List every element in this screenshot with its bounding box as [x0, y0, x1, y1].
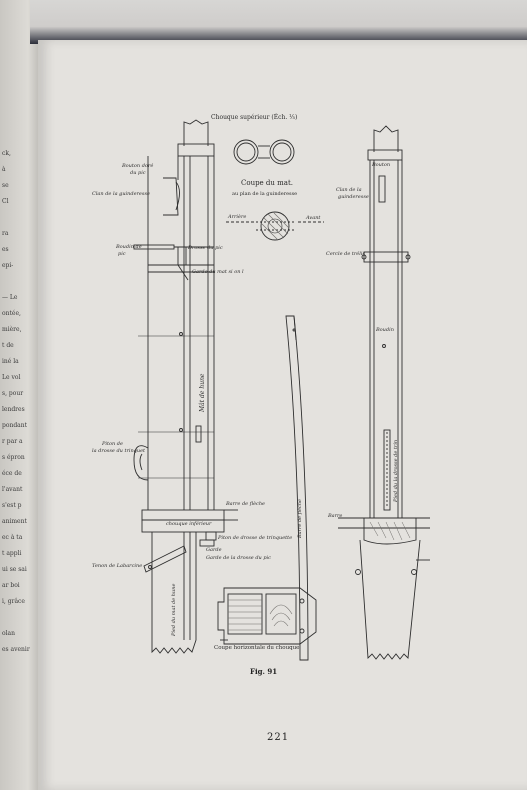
chouque-horizontal-section	[217, 587, 317, 645]
mast-section	[226, 211, 324, 241]
label-chouque-superieur: Chouque supérieur (Éch. ⅟₅)	[211, 114, 298, 121]
left-page-text-fragment: r par a	[2, 438, 23, 445]
label-garde: Garde	[206, 547, 222, 553]
left-mast-drawing	[133, 119, 238, 654]
left-page-text-fragment: ontée,	[2, 310, 21, 317]
label-drosse-du-pic: Drosse du pic	[188, 245, 223, 251]
left-page-text-fragment: Cl	[2, 198, 9, 205]
left-page-text-fragment: animent	[2, 518, 27, 525]
left-page-text-fragment: epi-	[2, 262, 14, 269]
label-coupe-horizontale: Coupe horizontale du chouque	[214, 645, 300, 651]
left-page-text-fragment: t appli	[2, 550, 22, 557]
label-boudin-right: Boudin	[376, 327, 394, 333]
left-page-text-fragment: ar boi	[2, 582, 20, 589]
left-page-text-fragment: i, grâce	[2, 598, 25, 605]
left-page-text-fragment: Le vol	[2, 374, 21, 381]
figure-caption: Fig. 91	[250, 667, 278, 676]
label-barre-de-fleche-vertical: Barre de flèche	[297, 498, 303, 538]
label-clan-right-2: guinderesse	[338, 194, 369, 200]
label-bouton-dore-2: du pic	[130, 170, 146, 176]
left-page-text-fragment: ec à ta	[2, 534, 23, 541]
label-clan-guinderesse: Clan de la guinderesse	[92, 191, 150, 197]
book-page: Chouque supérieur (Éch. ⅟₅) Coupe du mat…	[38, 40, 527, 790]
label-cercle-de-trelis: Cercle de trélis	[326, 251, 365, 257]
label-piton-1: Piton de	[102, 441, 123, 447]
left-page-text-fragment: es	[2, 246, 9, 253]
left-page-text-fragment: l'avant	[2, 486, 23, 493]
label-piton-drosse-trinquette: Piton de drosse de trinquette	[218, 535, 293, 541]
label-mat-de-hune: Mât de hune	[199, 373, 206, 412]
chouque-top-view	[233, 139, 295, 165]
label-piton-2: la drosse du trinquet	[92, 448, 146, 454]
label-pied-right: Pied du la drosse de trin	[393, 439, 399, 502]
left-page-text-fragment: ui se sai	[2, 566, 27, 573]
left-page-text-fragment: s épron	[2, 454, 25, 461]
label-barre-de-fleche: Barre de flèche	[226, 501, 266, 507]
left-page-text-fragment: es avenir	[2, 646, 30, 653]
label-avant: Avant	[306, 215, 321, 221]
left-page-text-fragment: éce de	[2, 470, 22, 477]
left-page-text-fragment: — Le	[2, 294, 18, 301]
label-boudin-1: Boudin de	[116, 244, 142, 250]
left-page-text-fragment: s, pour	[2, 390, 24, 397]
label-bouton-dore-1: Bouton doré	[122, 163, 154, 169]
book-top-edge	[30, 0, 527, 44]
label-barre-right: Barre	[328, 513, 343, 519]
left-page-text-fragment: pondant	[2, 422, 28, 429]
label-pied-du-mat: Pied du mat de hune	[171, 583, 177, 636]
left-page-text-fragment: iné la	[2, 358, 19, 365]
label-arriere: Arrière	[228, 214, 247, 220]
technical-drawing-plate	[133, 119, 430, 661]
left-page-text-fragment: t de	[2, 342, 14, 349]
left-page-text-fragment: lendres	[2, 406, 25, 413]
left-page-text-fragment: ra	[2, 230, 9, 237]
barre-de-fleche-spar	[285, 315, 309, 661]
label-garde-drosse-pic: Garde de la drosse du pic	[206, 555, 271, 561]
left-page-text-fragment: se	[2, 182, 9, 189]
right-mast-drawing	[338, 125, 430, 660]
label-bouton-right: Bouton	[372, 162, 391, 168]
left-page-text-fragment: ck,	[2, 150, 11, 157]
left-page-text-fragment: s'est p	[2, 502, 22, 509]
label-tenon-labarcine: Tenon de Labarcine	[92, 563, 143, 569]
label-boudin-2: pic	[118, 251, 126, 257]
label-coupe-du-mat: Coupe du mat.	[241, 179, 293, 187]
left-page-text-fragment: olan	[2, 630, 15, 637]
label-chouque-inferieur: chouque inférieur	[166, 521, 212, 527]
label-coupe-du-mat-sub: au plan de la guinderesse	[232, 191, 298, 197]
left-page-text-fragment: à	[2, 166, 6, 173]
label-clan-right-1: Clan de la	[336, 187, 362, 193]
left-page-text-fragment: mière,	[2, 326, 22, 333]
page-number: 221	[267, 732, 290, 743]
label-garde-du-mat: Garde du mat si on l	[192, 269, 244, 275]
